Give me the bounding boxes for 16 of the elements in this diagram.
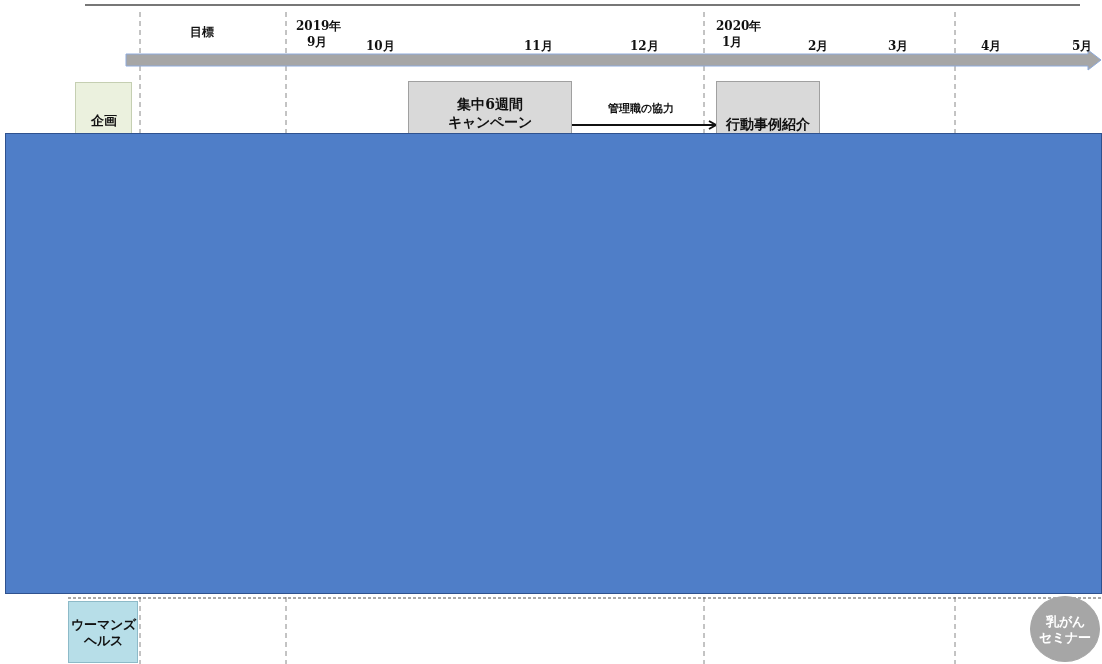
row-header: ウーマンズヘルス	[68, 601, 138, 663]
timeline-label: 2020年	[716, 18, 762, 35]
timeline-label: 4月	[981, 38, 1002, 55]
timeline-label: 5月	[1072, 38, 1093, 55]
timeline-label: 3月	[888, 38, 909, 55]
timeline-label: 2019年	[296, 18, 342, 35]
timeline-label: 11月	[524, 38, 553, 55]
edge-label: 管理職の協力	[608, 101, 674, 116]
timeline-label: 1月	[722, 34, 743, 51]
timeline-label: 12月	[630, 38, 659, 55]
timeline-label: 10月	[366, 38, 395, 55]
column-header: 目標	[190, 24, 214, 41]
timeline-label: 9月	[307, 34, 328, 51]
event-circle: 乳がんセミナー	[1030, 596, 1100, 662]
timeline-label: 2月	[808, 38, 829, 55]
arrow	[571, 120, 717, 130]
